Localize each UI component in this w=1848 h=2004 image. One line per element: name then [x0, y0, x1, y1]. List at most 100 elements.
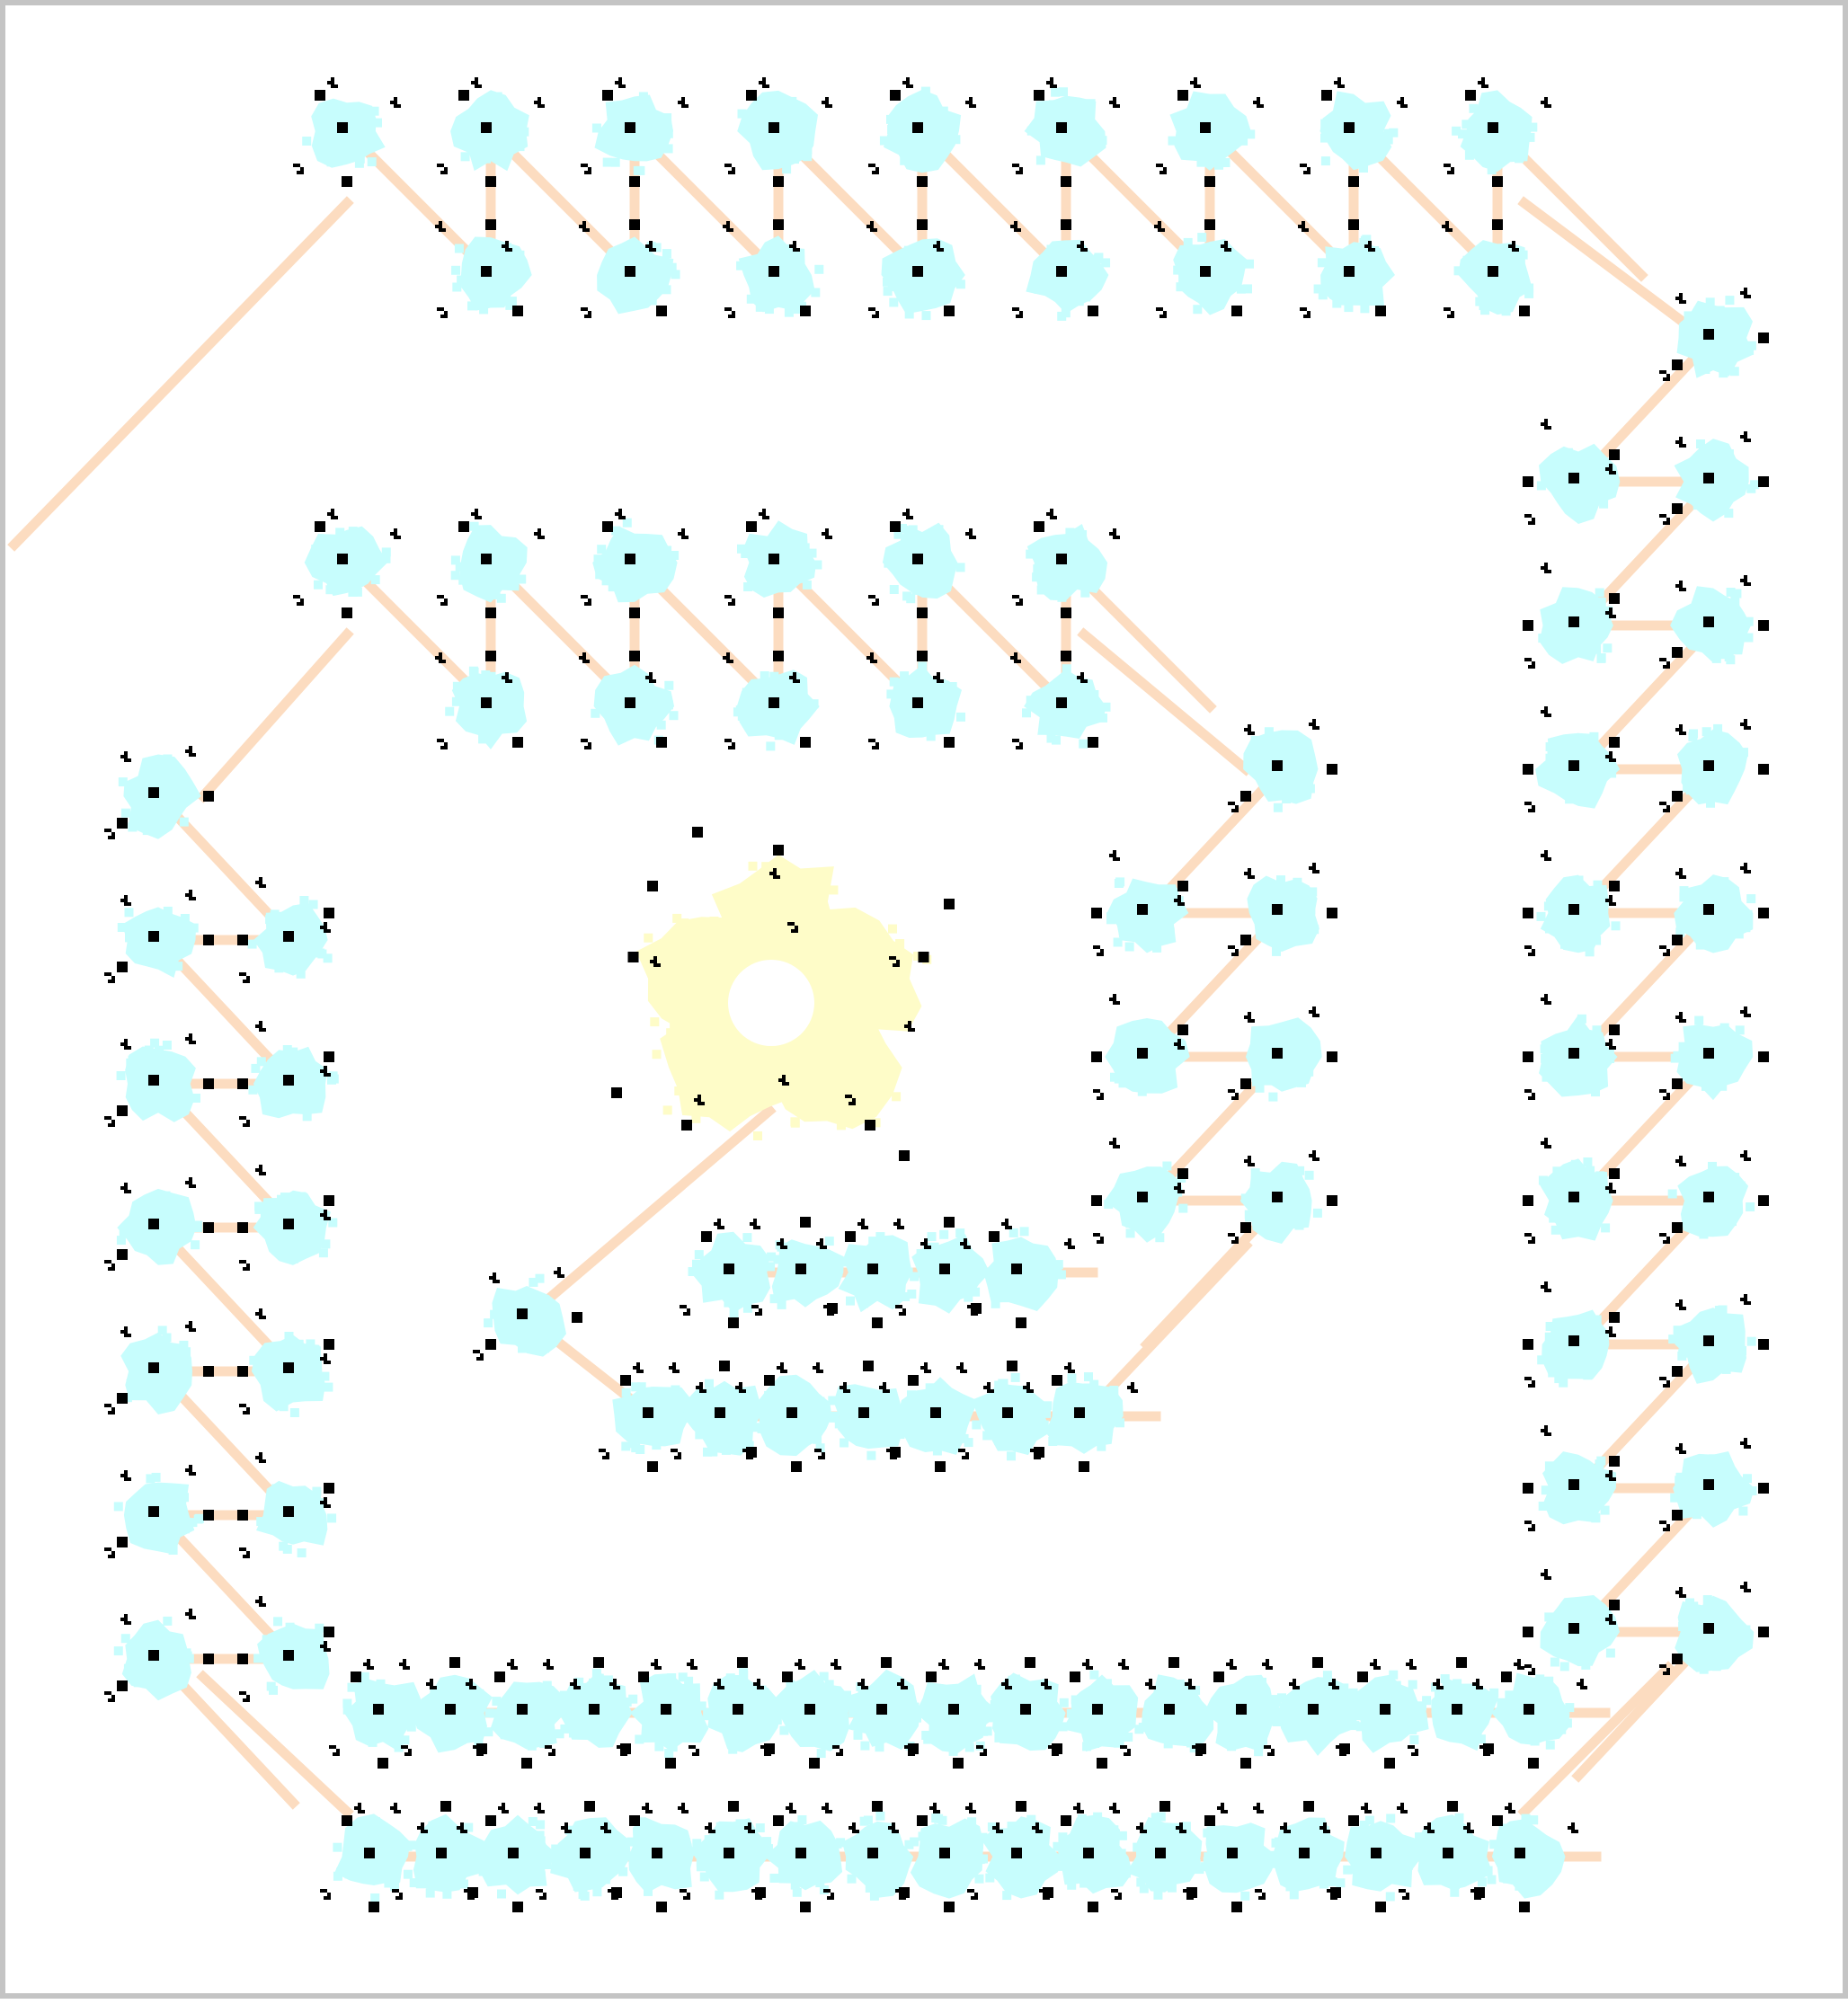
reaction-core-cell: [1002, 1407, 1013, 1418]
debris-cell: [746, 521, 757, 532]
glider: [1740, 863, 1751, 873]
glider: [938, 1659, 949, 1670]
glider: [502, 241, 512, 252]
debris-cell: [1327, 764, 1337, 775]
glider: [104, 1547, 115, 1558]
debris-cell: [237, 1078, 248, 1089]
debris-cell: [1519, 1902, 1530, 1912]
debris-cell: [237, 1222, 248, 1233]
glider: [1156, 307, 1167, 318]
glider: [956, 1362, 967, 1373]
debris-cell: [1177, 90, 1188, 101]
debris-cell: [1240, 1222, 1251, 1233]
glider: [1659, 1664, 1670, 1675]
glider: [1541, 1425, 1551, 1436]
glider: [185, 1609, 196, 1619]
glider: [1174, 895, 1185, 906]
glider: [471, 77, 482, 88]
debris-cell: [324, 1483, 334, 1494]
debris-cell: [1177, 1168, 1188, 1179]
debris-cell: [917, 219, 928, 230]
reaction-core-cell: [1568, 1335, 1579, 1346]
reaction-core-cell: [939, 1848, 950, 1858]
reaction-node: [450, 521, 528, 603]
debris-cell: [1061, 651, 1071, 661]
debris-cell: [1609, 593, 1620, 604]
reaction-core-cell: [1703, 904, 1714, 915]
glider: [1012, 164, 1023, 174]
debris-cell: [512, 306, 523, 316]
glider: [678, 1803, 689, 1813]
reaction-node: [737, 520, 822, 598]
debris-cell: [1061, 607, 1071, 618]
glider: [570, 1679, 581, 1689]
reaction-core-cell: [436, 1848, 447, 1858]
reaction-core-cell: [643, 1407, 653, 1418]
reaction-core-cell: [589, 1704, 600, 1715]
debris-cell: [872, 1801, 883, 1812]
reaction-node: [1670, 1015, 1754, 1101]
debris-cell: [764, 1375, 775, 1386]
debris-cell: [1327, 1051, 1337, 1062]
debris-cell: [1088, 737, 1098, 748]
glider: [742, 1449, 753, 1459]
debris-cell: [593, 1657, 604, 1668]
debris-cell: [342, 607, 352, 618]
debris-cell: [324, 1339, 334, 1350]
glider: [239, 1116, 250, 1127]
debris-cell: [773, 607, 784, 618]
debris-cell: [521, 1758, 532, 1769]
glider: [886, 1449, 897, 1459]
debris-cell: [1204, 219, 1215, 230]
glider: [1032, 1822, 1043, 1833]
reaction-node: [480, 1814, 564, 1899]
debris-cell: [1672, 1366, 1683, 1377]
glider: [1093, 1233, 1104, 1244]
glider: [1740, 1006, 1751, 1017]
live-cell: [611, 1087, 622, 1098]
glider: [581, 595, 591, 606]
debris-cell: [1061, 219, 1071, 230]
glider-trail: [520, 1104, 777, 1325]
glider-trail: [196, 1670, 354, 1819]
glider: [1244, 1012, 1255, 1023]
debris-cell: [1348, 219, 1359, 230]
glider: [1010, 652, 1021, 663]
debris-cell: [701, 1231, 712, 1242]
glider: [185, 1177, 196, 1188]
glider: [789, 672, 800, 683]
spinner-cell: [865, 1120, 875, 1131]
debris-cell: [1609, 449, 1620, 460]
debris-cell: [1079, 1461, 1089, 1472]
glider: [1605, 1614, 1616, 1625]
debris-cell: [1672, 1510, 1683, 1521]
reaction-core-cell: [1272, 760, 1283, 771]
debris-cell: [728, 1317, 739, 1328]
glider: [239, 1404, 250, 1414]
glider: [615, 509, 626, 519]
glider: [600, 1822, 611, 1833]
reaction-core-cell: [1344, 122, 1355, 133]
debris-cell: [1758, 476, 1769, 487]
glider: [437, 164, 448, 174]
glider: [1505, 1803, 1515, 1813]
glider: [1082, 1659, 1093, 1670]
debris-cell: [1672, 1654, 1683, 1664]
debris-cell: [203, 1078, 214, 1089]
debris-cell: [800, 737, 811, 748]
glider: [390, 1803, 401, 1813]
glider: [1319, 1822, 1330, 1833]
glider: [1675, 1012, 1686, 1023]
glider: [724, 164, 735, 174]
glider: [1524, 1521, 1535, 1531]
reaction-core-cell: [1299, 1848, 1310, 1858]
glider: [1309, 719, 1319, 730]
reaction-core-cell: [283, 1506, 294, 1517]
glider: [868, 739, 879, 749]
reaction-core-cell: [364, 1848, 375, 1858]
reaction-core-cell: [1371, 1848, 1382, 1858]
glider: [822, 97, 832, 108]
glider: [1336, 1745, 1346, 1756]
debris-cell: [782, 1671, 793, 1682]
